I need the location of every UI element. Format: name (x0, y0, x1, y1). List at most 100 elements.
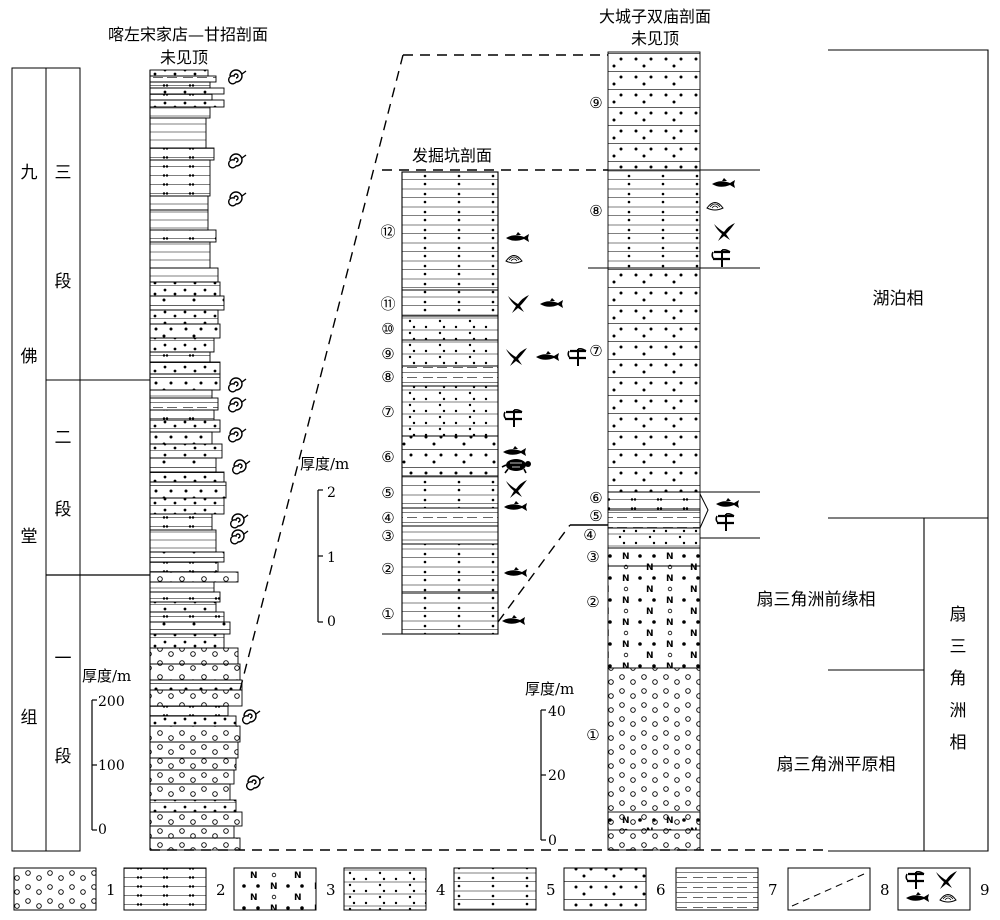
right-bed-number: ④ (583, 526, 596, 544)
legend-number: 1 (106, 881, 116, 899)
facies-fan-delta-char-5: 相 (950, 733, 967, 753)
left-bed-28 (149, 431, 213, 445)
plant-icon (567, 348, 587, 366)
formation-char-3: 堂 (21, 527, 38, 547)
member-2-char-2: 段 (55, 500, 72, 520)
left-bed-19 (149, 323, 221, 339)
middle-scale-tick-0: 0 (327, 614, 336, 630)
right-bed-9 (607, 51, 701, 171)
left-section-top-note: 未见顶 (160, 48, 208, 67)
left-bed-21 (149, 351, 211, 363)
right-bed-3 (607, 547, 701, 567)
left-scale-label: 厚度/m (82, 667, 131, 685)
fish-icon (503, 446, 526, 456)
left-bed-36 (149, 551, 225, 563)
spiral-shell-icon (230, 513, 249, 529)
legend-item-5: 5 (453, 867, 556, 911)
spiral-shell-icon (246, 775, 265, 791)
legend-number: 8 (880, 881, 890, 899)
right-section-title: 大城子双庙剖面 (599, 7, 711, 26)
left-bed-32 (149, 481, 227, 499)
middle-section-title: 发掘坑剖面 (412, 146, 492, 165)
right-scale-tick-40: 40 (548, 704, 566, 720)
left-bed-38 (149, 571, 239, 583)
right-bed-2 (607, 565, 701, 669)
right-bed-8 (607, 169, 701, 269)
right-bed-4 (607, 527, 701, 549)
left-bed-35 (149, 529, 217, 553)
middle-bed-number: ⑪ (380, 295, 395, 313)
bird-icon (714, 223, 735, 241)
legend-item-1: 1 (13, 867, 116, 911)
middle-bed-11 (401, 289, 499, 317)
legend-number: 4 (436, 881, 446, 899)
left-section-column (149, 69, 265, 851)
middle-bed-number: ② (381, 560, 394, 578)
spiral-shell-icon (232, 459, 251, 475)
left-bed-15 (149, 267, 219, 283)
right-thickness-scale: 厚度/m 40 20 0 (525, 680, 574, 849)
left-bed-50 (149, 715, 237, 727)
left-bed-24 (149, 389, 213, 399)
bivalve-icon (505, 255, 523, 264)
left-bed-49 (149, 705, 229, 717)
right-scale-tick-0: 0 (548, 833, 557, 849)
formation-char-4: 组 (21, 708, 38, 728)
left-thickness-scale: 厚度/m 200 100 0 (82, 667, 131, 838)
middle-bed-number: ⑫ (380, 223, 395, 241)
legend-item-6: 6 (563, 867, 666, 911)
member-1-char-1: 一 (55, 649, 72, 669)
middle-bed-number: ③ (381, 527, 394, 545)
spiral-shell-icon (228, 377, 247, 393)
middle-bed-10 (401, 315, 499, 341)
right-bed-7 (607, 267, 701, 493)
middle-bed-number: ⑧ (381, 368, 394, 386)
fish-icon (712, 178, 735, 188)
right-bed-number: ① (586, 726, 599, 744)
legend-number: 3 (326, 881, 336, 899)
fish-icon (504, 567, 527, 577)
formation-char-2: 佛 (21, 347, 38, 367)
left-bed-10 (149, 159, 211, 197)
plant-icon (503, 409, 523, 427)
left-bed-41 (149, 601, 217, 613)
bivalve-icon (939, 894, 957, 903)
legend-number: 9 (980, 881, 990, 899)
left-bed-44 (149, 633, 225, 649)
middle-bed-3 (401, 525, 499, 545)
bird-icon (936, 871, 957, 889)
left-bed-23 (149, 373, 221, 391)
left-bed-1 (149, 69, 209, 77)
left-bed-34 (149, 513, 213, 531)
facies-fan-plain-label: 扇三角洲平原相 (777, 755, 896, 775)
legend-item-9: 9 (897, 867, 990, 911)
right-scale-tick-20: 20 (548, 768, 566, 784)
left-bed-31 (149, 471, 225, 483)
middle-bed-5 (401, 475, 499, 509)
spiral-shell-icon (228, 153, 247, 169)
left-bed-48 (149, 689, 243, 707)
right-bed-number: ⑦ (589, 342, 602, 360)
legend-number: 5 (546, 881, 556, 899)
left-bed-26 (149, 409, 215, 421)
left-bed-59 (149, 837, 241, 851)
turtle-icon (501, 459, 531, 474)
left-bed-37 (149, 561, 219, 573)
right-bed-number: ② (586, 593, 599, 611)
bivalve-icon (706, 202, 724, 211)
middle-bed-2 (401, 543, 499, 593)
left-bed-56 (149, 799, 237, 813)
middle-scale-tick-1: 1 (327, 550, 336, 566)
facies-fan-delta-char-4: 洲 (950, 701, 967, 721)
left-bed-51 (149, 725, 241, 743)
left-bed-9 (149, 147, 215, 161)
left-bed-16 (149, 281, 221, 297)
left-bed-42 (149, 611, 225, 623)
plant-icon (715, 513, 735, 531)
spiral-shell-icon (230, 529, 249, 545)
left-bed-22 (149, 361, 221, 375)
left-bed-13 (149, 229, 217, 243)
spiral-shell-icon (228, 69, 247, 85)
